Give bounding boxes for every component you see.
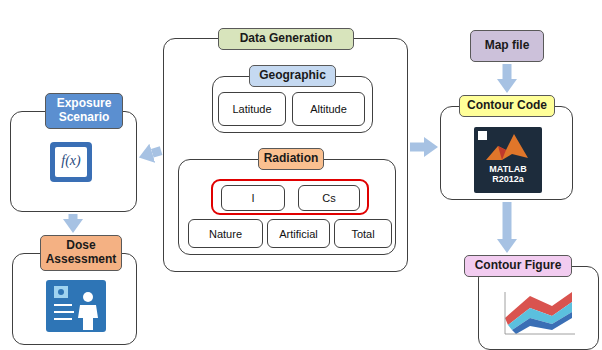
matlab-icon (474, 127, 542, 193)
node-heading: Exposure Scenario (49, 97, 119, 125)
icon-label: MATLAB R2012a (476, 164, 540, 184)
process-box: Altitude (292, 92, 365, 126)
node-heading: Data Generation (222, 32, 350, 46)
group-box: Contour Figure (464, 255, 599, 350)
node-label: Nature (209, 228, 242, 240)
group-outline (440, 106, 573, 200)
highlight-outline (212, 180, 368, 214)
process-box: Latitude (218, 92, 286, 126)
node-label: Altitude (310, 103, 347, 115)
node-label: Cs (322, 192, 335, 204)
heading-tab: Radiation (258, 148, 324, 170)
node-heading: Contour Figure (468, 259, 568, 273)
heading-tab: Geographic (249, 65, 336, 87)
flow-arrow (503, 202, 512, 239)
process-box: Artificial (267, 219, 330, 248)
node-label: Total (351, 228, 374, 240)
dose-icon (46, 280, 106, 332)
group-box: Latitude Altitude GeographicI CsNature Artif… (163, 28, 408, 272)
group-box: Dose Assessment (12, 235, 137, 345)
process-box: Total (334, 219, 392, 248)
node-heading: Map file (485, 39, 530, 53)
group-box: Latitude Altitude Geographic (212, 65, 373, 133)
group-box: Map file (470, 30, 544, 62)
group-box: I CsNature Artificial Total Radiation (178, 148, 396, 255)
heading-tab: Dose Assessment (40, 235, 122, 271)
node-heading: Dose Assessment (44, 239, 118, 267)
heading-tab: Exposure Scenario (45, 93, 123, 129)
process-box: Nature (188, 219, 263, 248)
function-icon (50, 142, 92, 182)
node-heading: Radiation (262, 152, 320, 166)
heading-tab: Data Generation (218, 28, 354, 50)
flow-arrow (410, 143, 424, 152)
node-label: Latitude (232, 103, 271, 115)
group-outline (478, 266, 599, 350)
process-box: I (221, 185, 285, 211)
group-box: Exposure Scenario (10, 93, 137, 212)
heading-tab: Contour Code (459, 95, 555, 117)
node-heading: Geographic (253, 69, 332, 83)
group-box: Contour Code (440, 95, 573, 200)
contour-plot (505, 292, 575, 334)
node-heading: Contour Code (463, 99, 551, 113)
flow-arrow (152, 151, 161, 154)
function-icon-face (55, 147, 87, 177)
node-label: Artificial (279, 228, 318, 240)
icon-label: f(x) (55, 153, 87, 169)
flow-arrow (503, 64, 512, 79)
node-label: I (251, 192, 254, 204)
process-box: Cs (298, 185, 360, 211)
heading-tab: Contour Figure (464, 255, 572, 277)
flow-arrow (69, 214, 78, 219)
